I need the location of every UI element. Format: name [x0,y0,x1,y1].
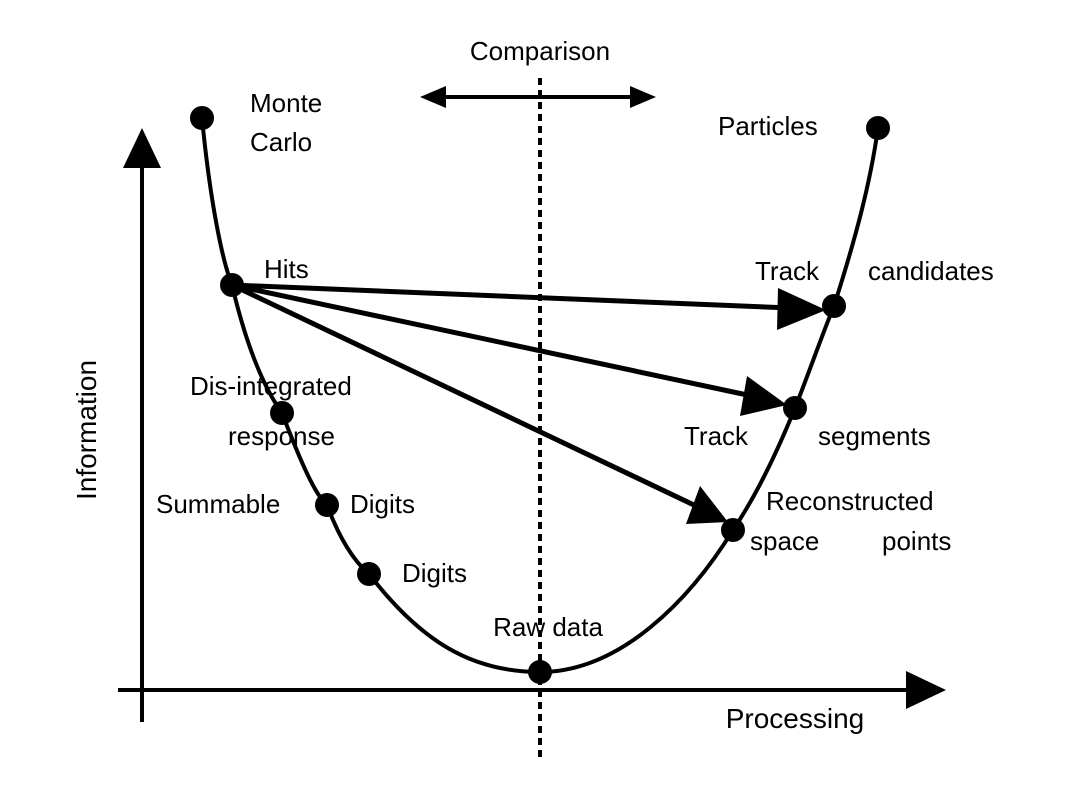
node-summable-digits [315,493,339,517]
label-response: response [228,421,335,451]
hits-arrows [230,282,826,524]
node-digits [357,562,381,586]
processing-curve [200,117,880,675]
y-axis [123,128,161,722]
node-track-segments [783,396,807,420]
label-candidates: candidates [868,256,994,286]
node-particles [866,116,890,140]
x-axis [118,671,946,709]
label-particles: Particles [718,111,818,141]
node-track-candidates [822,294,846,318]
label-segments: segments [818,421,931,451]
comparison-arrowhead-left [420,86,446,108]
arrow-hits-to-track-candidates [231,282,791,311]
y-axis-arrowhead [123,128,161,168]
comparison-double-arrow [420,86,656,108]
arrowhead-reconstructed-space-points [686,486,728,524]
label-points: points [882,526,951,556]
node-hits [220,273,244,297]
comparison-label: Comparison [470,36,610,66]
label-reconstructed: Reconstructed [766,486,934,516]
x-axis-label: Processing [726,703,865,734]
y-axis-label: Information [71,360,102,500]
arrow-hits-to-reconstructed-space-points [230,282,698,509]
label-space: space [750,526,819,556]
label-track-segments-left: Track [684,421,749,451]
arrow-hits-to-track-segments [231,282,753,399]
node-reconstructed-space-points [721,518,745,542]
arrowhead-track-candidates [777,288,826,330]
node-raw-data [528,660,552,684]
label-dis-integrated: Dis-integrated [190,371,352,401]
comparison-arrowhead-right [630,86,656,108]
label-summable: Summable [156,489,280,519]
node-monte-carlo [190,106,214,130]
label-digits: Digits [402,558,467,588]
label-raw-data: Raw data [493,612,603,642]
x-axis-arrowhead [906,671,946,709]
label-carlo: Carlo [250,127,312,157]
node-disintegrated-response [270,401,294,425]
label-track-candidates-left: Track [755,256,820,286]
label-hits: Hits [264,254,309,284]
label-monte: Monte [250,88,322,118]
arrowhead-track-segments [740,376,787,416]
label-summable-digits-right: Digits [350,489,415,519]
